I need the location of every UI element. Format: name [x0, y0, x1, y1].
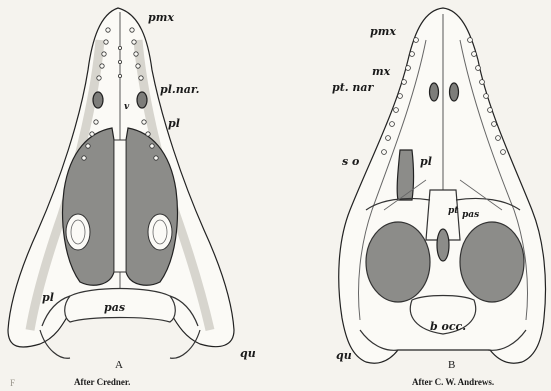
label-b-pas: pas: [462, 210, 479, 221]
figure-a-letter: A: [115, 360, 123, 371]
label-b-mx: mx: [372, 66, 390, 77]
label-a-pl-nar: pl.nar.: [160, 84, 199, 95]
label-b-pmx: pmx: [370, 26, 396, 37]
label-a-pl-upper: pl: [168, 118, 180, 129]
label-b-pt-nar: pt. nar: [332, 82, 373, 93]
label-a-pmx: pmx: [148, 12, 174, 23]
label-a-pl-lower: pl: [42, 292, 54, 303]
label-b-pt: pt: [448, 206, 458, 217]
label-a-qu: qu: [240, 348, 256, 359]
caption-fragment: F: [10, 378, 15, 388]
figure-a-credit: After Credner.: [74, 377, 130, 387]
skull-b-vacuity-left: [366, 222, 430, 302]
figure-b-letter: B: [448, 360, 455, 371]
figure-b-credit: After C. W. Andrews.: [412, 377, 494, 387]
skull-b-vacuity-right: [460, 222, 524, 302]
skull-b: [339, 8, 546, 363]
label-a-pas: pas: [104, 302, 125, 313]
label-b-qu: qu: [336, 350, 352, 361]
label-b-so: s o: [342, 156, 359, 167]
label-b-pl: pl: [420, 156, 432, 167]
label-b-bocc: b occ.: [430, 321, 466, 332]
label-a-v: v: [124, 102, 129, 113]
